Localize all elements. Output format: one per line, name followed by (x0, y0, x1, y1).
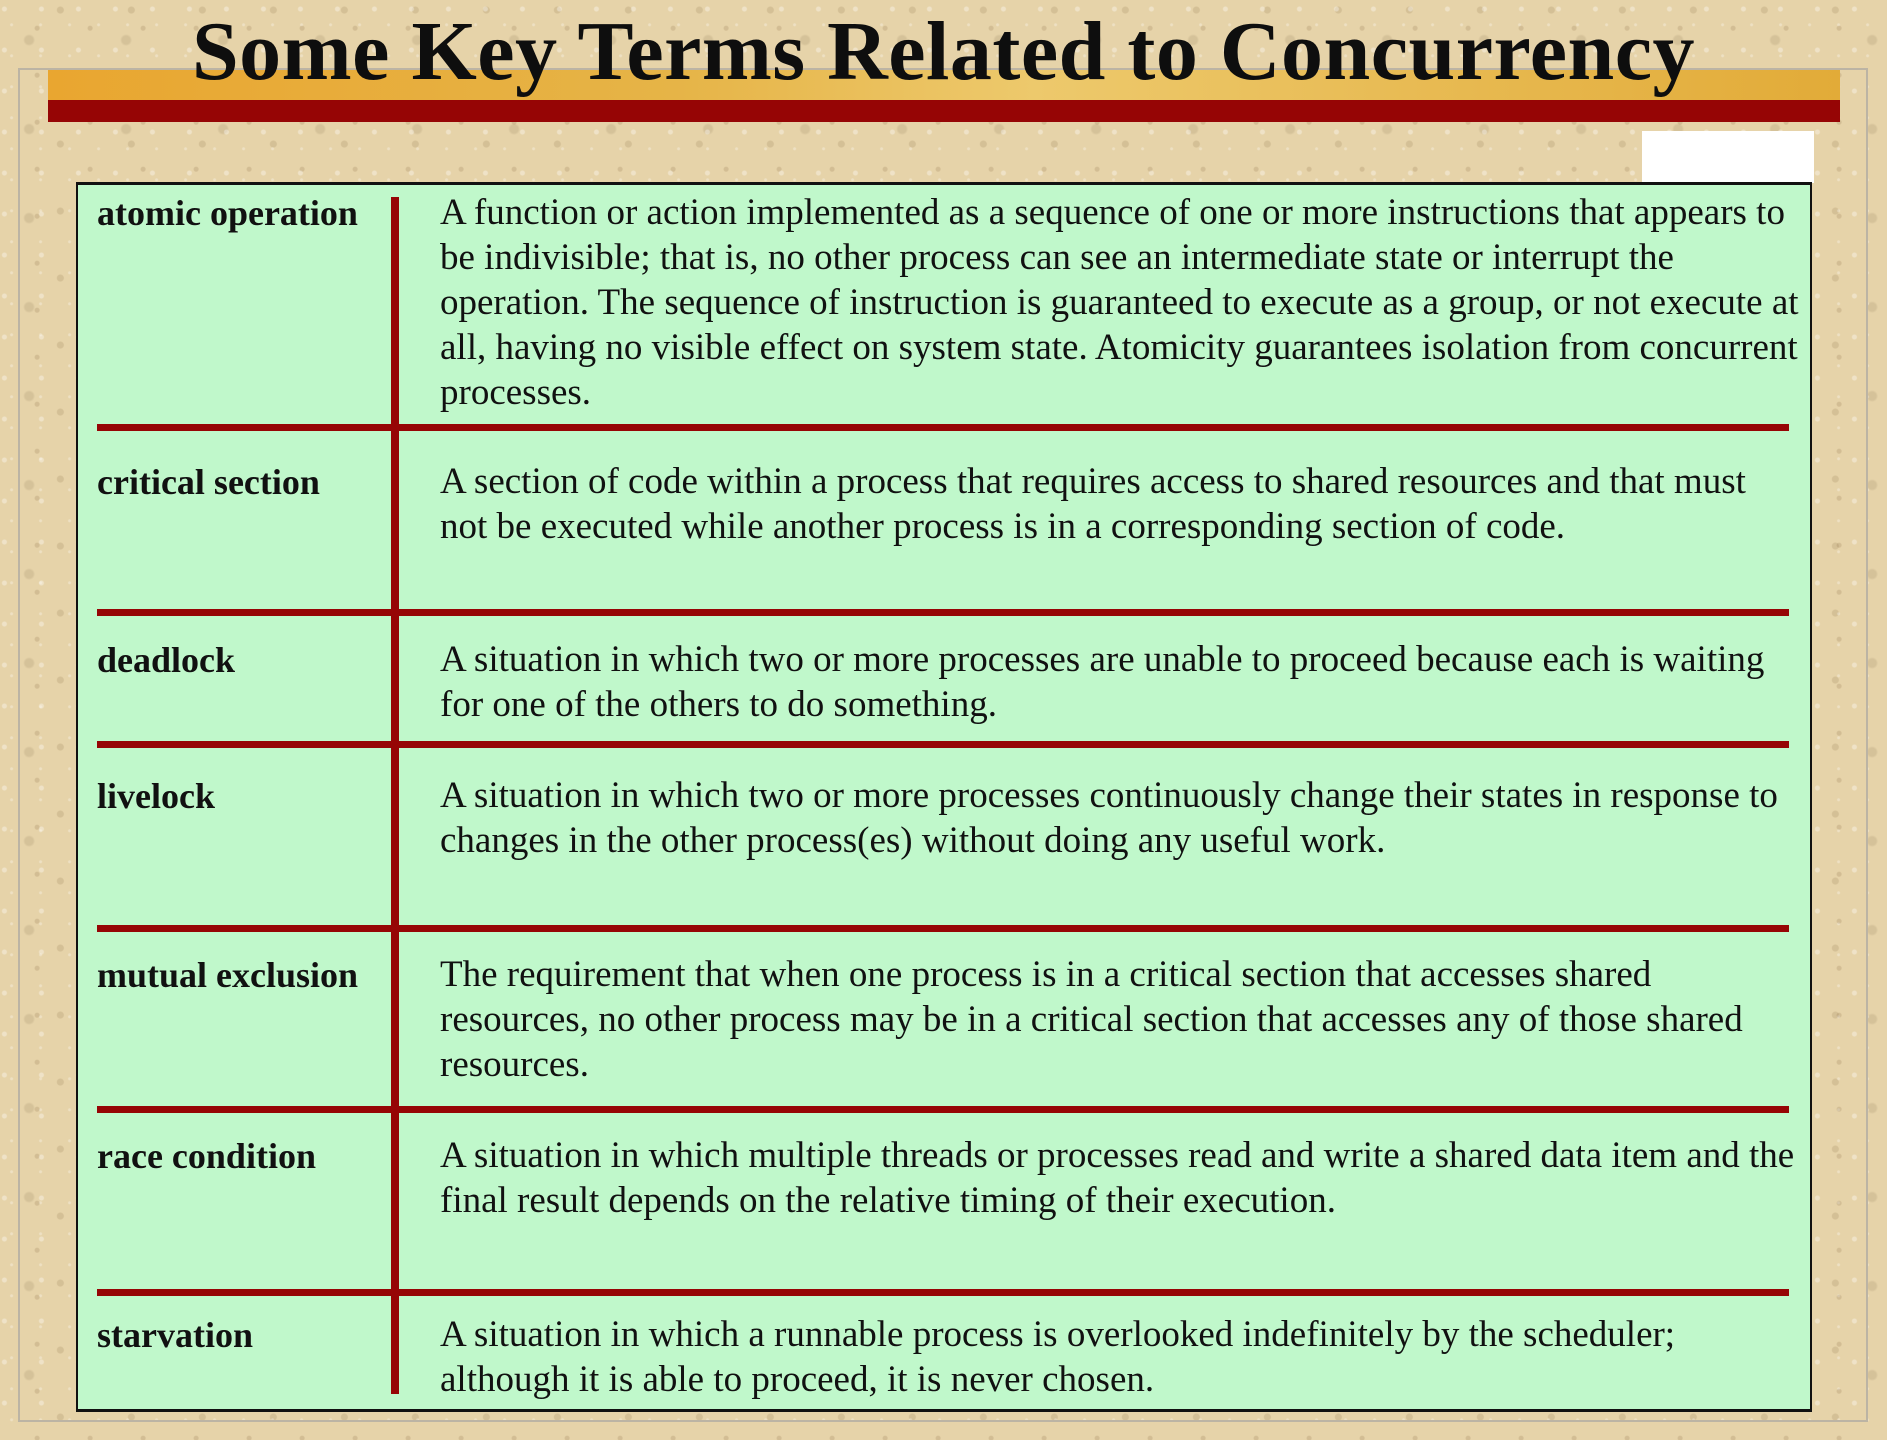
term-label: mutual exclusion (97, 955, 359, 995)
slide-title: Some Key Terms Related to Concurrency (191, 5, 1696, 98)
term-definition: A situation in which two or more process… (440, 639, 1765, 725)
row-divider (97, 741, 1789, 748)
term-label: race condition (97, 1136, 316, 1176)
term-definition: A section of code within a process that … (440, 461, 1746, 547)
term-definition: The requirement that when one process is… (440, 954, 1743, 1085)
term-definition: A situation in which two or more process… (440, 775, 1778, 861)
row-divider (97, 424, 1789, 431)
row-divider (97, 1289, 1789, 1296)
title-gold-band (48, 70, 1840, 100)
term-label: deadlock (97, 640, 236, 680)
terms-table (76, 182, 1812, 1412)
term-label: atomic operation (97, 193, 358, 233)
title-red-rule (48, 100, 1840, 122)
column-divider (391, 197, 399, 1394)
slide-frame (18, 68, 1868, 1422)
white-patch (1642, 131, 1814, 183)
row-divider (97, 925, 1789, 932)
row-divider (97, 1106, 1789, 1113)
term-definition: A situation in which a runnable process … (440, 1314, 1676, 1400)
term-label: critical section (97, 462, 320, 502)
term-definition: A situation in which multiple threads or… (440, 1135, 1795, 1221)
term-label: livelock (97, 776, 215, 816)
term-definition: A function or action implemented as a se… (440, 192, 1799, 413)
row-divider (97, 609, 1789, 616)
term-label: starvation (97, 1315, 253, 1355)
